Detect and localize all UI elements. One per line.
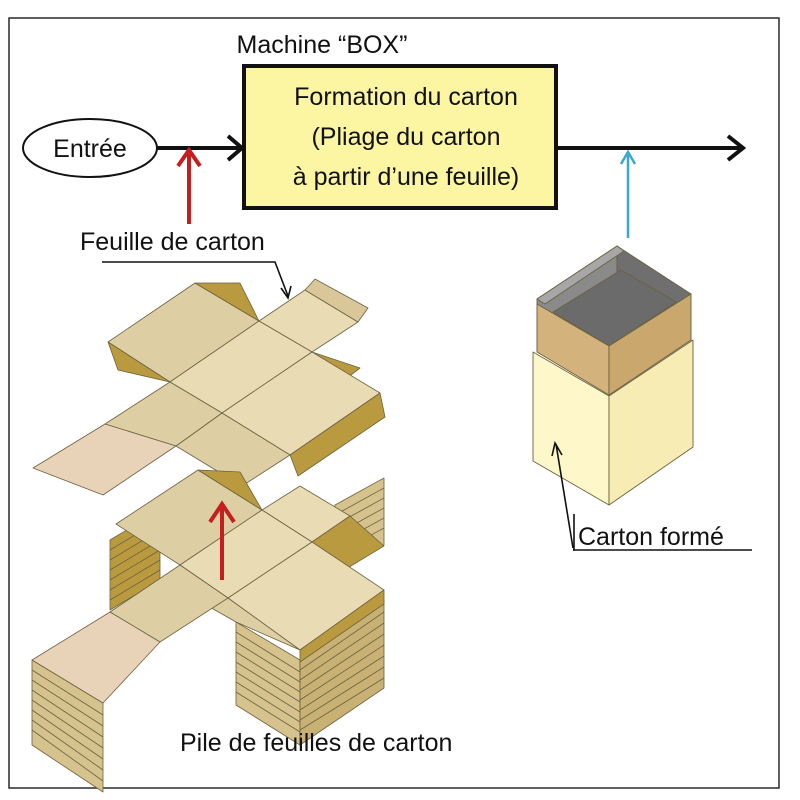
pile-up-arrow <box>208 500 236 580</box>
formed-label: Carton formé <box>578 523 724 551</box>
cardboard-sheet-pile <box>31 469 385 793</box>
sheet-input-arrow <box>176 146 202 224</box>
process-box <box>242 64 558 210</box>
box-output-arrow <box>619 149 637 238</box>
process-line-2: (Pliage du carton <box>311 123 500 151</box>
entry-label: Entrée <box>53 135 127 163</box>
process-line-1: Formation du carton <box>294 83 518 111</box>
process-line-3: à partir d’une feuille) <box>293 163 520 191</box>
formed-box <box>532 245 694 506</box>
cardboard-sheet <box>32 278 386 496</box>
sheet-label: Feuille de carton <box>80 228 265 256</box>
sheet-leader-line <box>102 261 289 297</box>
flow-arrow-out-head <box>726 134 747 162</box>
machine-label: Machine “BOX” <box>237 31 408 59</box>
pile-label: Pile de feuilles de carton <box>180 729 452 757</box>
